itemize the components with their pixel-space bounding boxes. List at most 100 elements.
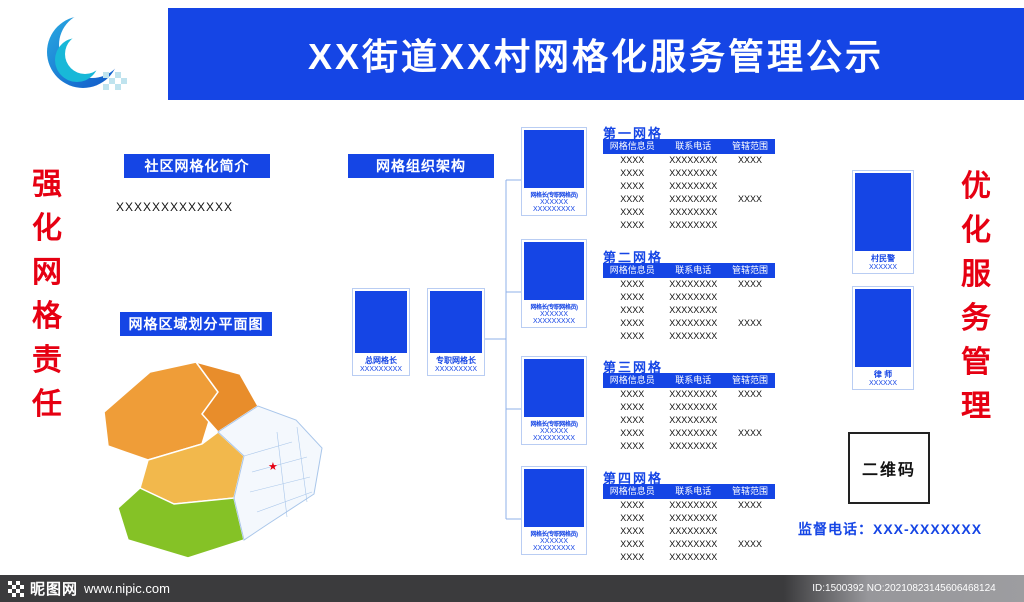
cell — [725, 291, 775, 304]
section-header-map: 网格区域划分平面图 — [120, 312, 272, 336]
cell — [725, 440, 775, 453]
district-map: ★ — [103, 360, 323, 559]
slogan-char: 务 — [961, 302, 991, 335]
person-title: 网格长(专职网格员) — [530, 422, 579, 428]
column-header: 管辖范围 — [732, 265, 769, 275]
column-header: 网格信息员 — [609, 265, 655, 275]
slogan-char: 格 — [32, 300, 62, 333]
hotline: 监督电话：XXX-XXXXXXX — [798, 519, 982, 539]
slogan-char: 化 — [961, 214, 991, 247]
cell: XXXX — [738, 389, 763, 399]
hotline-label: 监督电话： — [798, 521, 873, 537]
cell: XXXXXXXX — [669, 415, 718, 425]
photo-placeholder — [524, 130, 584, 188]
watermark-site-url: www.nipic.com — [84, 581, 170, 596]
cell — [725, 525, 775, 538]
checker-logo-icon — [8, 580, 24, 597]
cell: XXXX — [620, 318, 645, 328]
slogan-char: 优 — [961, 170, 991, 203]
right-slogan: 优化服务管理 — [961, 172, 991, 422]
cell: XXXXXXXX — [669, 526, 718, 536]
cell: XXXX — [620, 539, 645, 549]
cell: XXXX — [620, 207, 645, 217]
cell: XXXXXXXX — [669, 513, 718, 523]
person-name: XXXXXX — [868, 264, 897, 271]
cell: XXXX — [620, 155, 645, 165]
left-slogan: 强化网格责任 — [32, 170, 62, 420]
slogan-char: 网 — [32, 256, 62, 289]
cell: XXXX — [620, 428, 645, 438]
photo-placeholder — [855, 289, 911, 367]
person-title: 网格长(专职网格员) — [530, 532, 579, 538]
photo-placeholder — [524, 242, 584, 300]
section-header-org: 网格组织架构 — [348, 154, 494, 178]
intro-text: XXXXXXXXXXXXX — [116, 200, 234, 214]
cell: XXXXXXXX — [669, 552, 718, 562]
cell: XXXXXXXX — [669, 292, 718, 302]
photo-placeholder — [855, 173, 911, 251]
column-header: 管辖范围 — [732, 375, 769, 385]
person-title: 网格长(专职网格员) — [530, 305, 579, 311]
person-name: XXXXXX — [539, 538, 568, 545]
column-header: 联系电话 — [675, 141, 712, 151]
photo-placeholder — [430, 291, 482, 353]
cell: XXXX — [620, 331, 645, 341]
grid-table-header: 网格信息员联系电话管辖范围 — [603, 484, 775, 499]
cell: XXXX — [738, 318, 763, 328]
cell: XXXXXXXX — [669, 207, 718, 217]
column-header: 联系电话 — [675, 375, 712, 385]
photo-placeholder — [524, 359, 584, 417]
qr-label: 二维码 — [861, 462, 916, 479]
person-title: 总网格长 — [365, 356, 397, 365]
section-header-intro: 社区网格化简介 — [124, 154, 270, 178]
cell: XXXXXXXX — [669, 155, 718, 165]
cell — [725, 414, 775, 427]
cell: XXXXXXXX — [669, 194, 718, 204]
slogan-char: 管 — [961, 346, 991, 379]
grid-title: 第三网格 — [603, 360, 664, 375]
grid-table-header: 网格信息员联系电话管辖范围 — [603, 139, 775, 154]
cell: XXXX — [620, 415, 645, 425]
cell: XXXXXXXX — [669, 428, 718, 438]
cell — [725, 401, 775, 414]
cell: XXXX — [620, 513, 645, 523]
cell: XXXX — [738, 428, 763, 438]
slogan-char: 责 — [32, 344, 62, 377]
cell: XXXX — [620, 402, 645, 412]
column-header: 联系电话 — [675, 265, 712, 275]
column-header: 管辖范围 — [732, 141, 769, 151]
slogan-char: 强 — [32, 168, 62, 201]
cell: XXXX — [620, 552, 645, 562]
grid-title: 第四网格 — [603, 471, 664, 486]
cell: XXXX — [738, 500, 763, 510]
person-name: XXXXXXXXX — [434, 366, 478, 373]
cell — [725, 551, 775, 564]
slogan-char: 理 — [961, 390, 991, 423]
photo-placeholder — [524, 469, 584, 527]
cell: XXXX — [620, 181, 645, 191]
cell: XXXXXXXX — [669, 500, 718, 510]
cell — [725, 304, 775, 317]
cell: XXXX — [620, 526, 645, 536]
cell: XXXXXXXX — [669, 441, 718, 451]
